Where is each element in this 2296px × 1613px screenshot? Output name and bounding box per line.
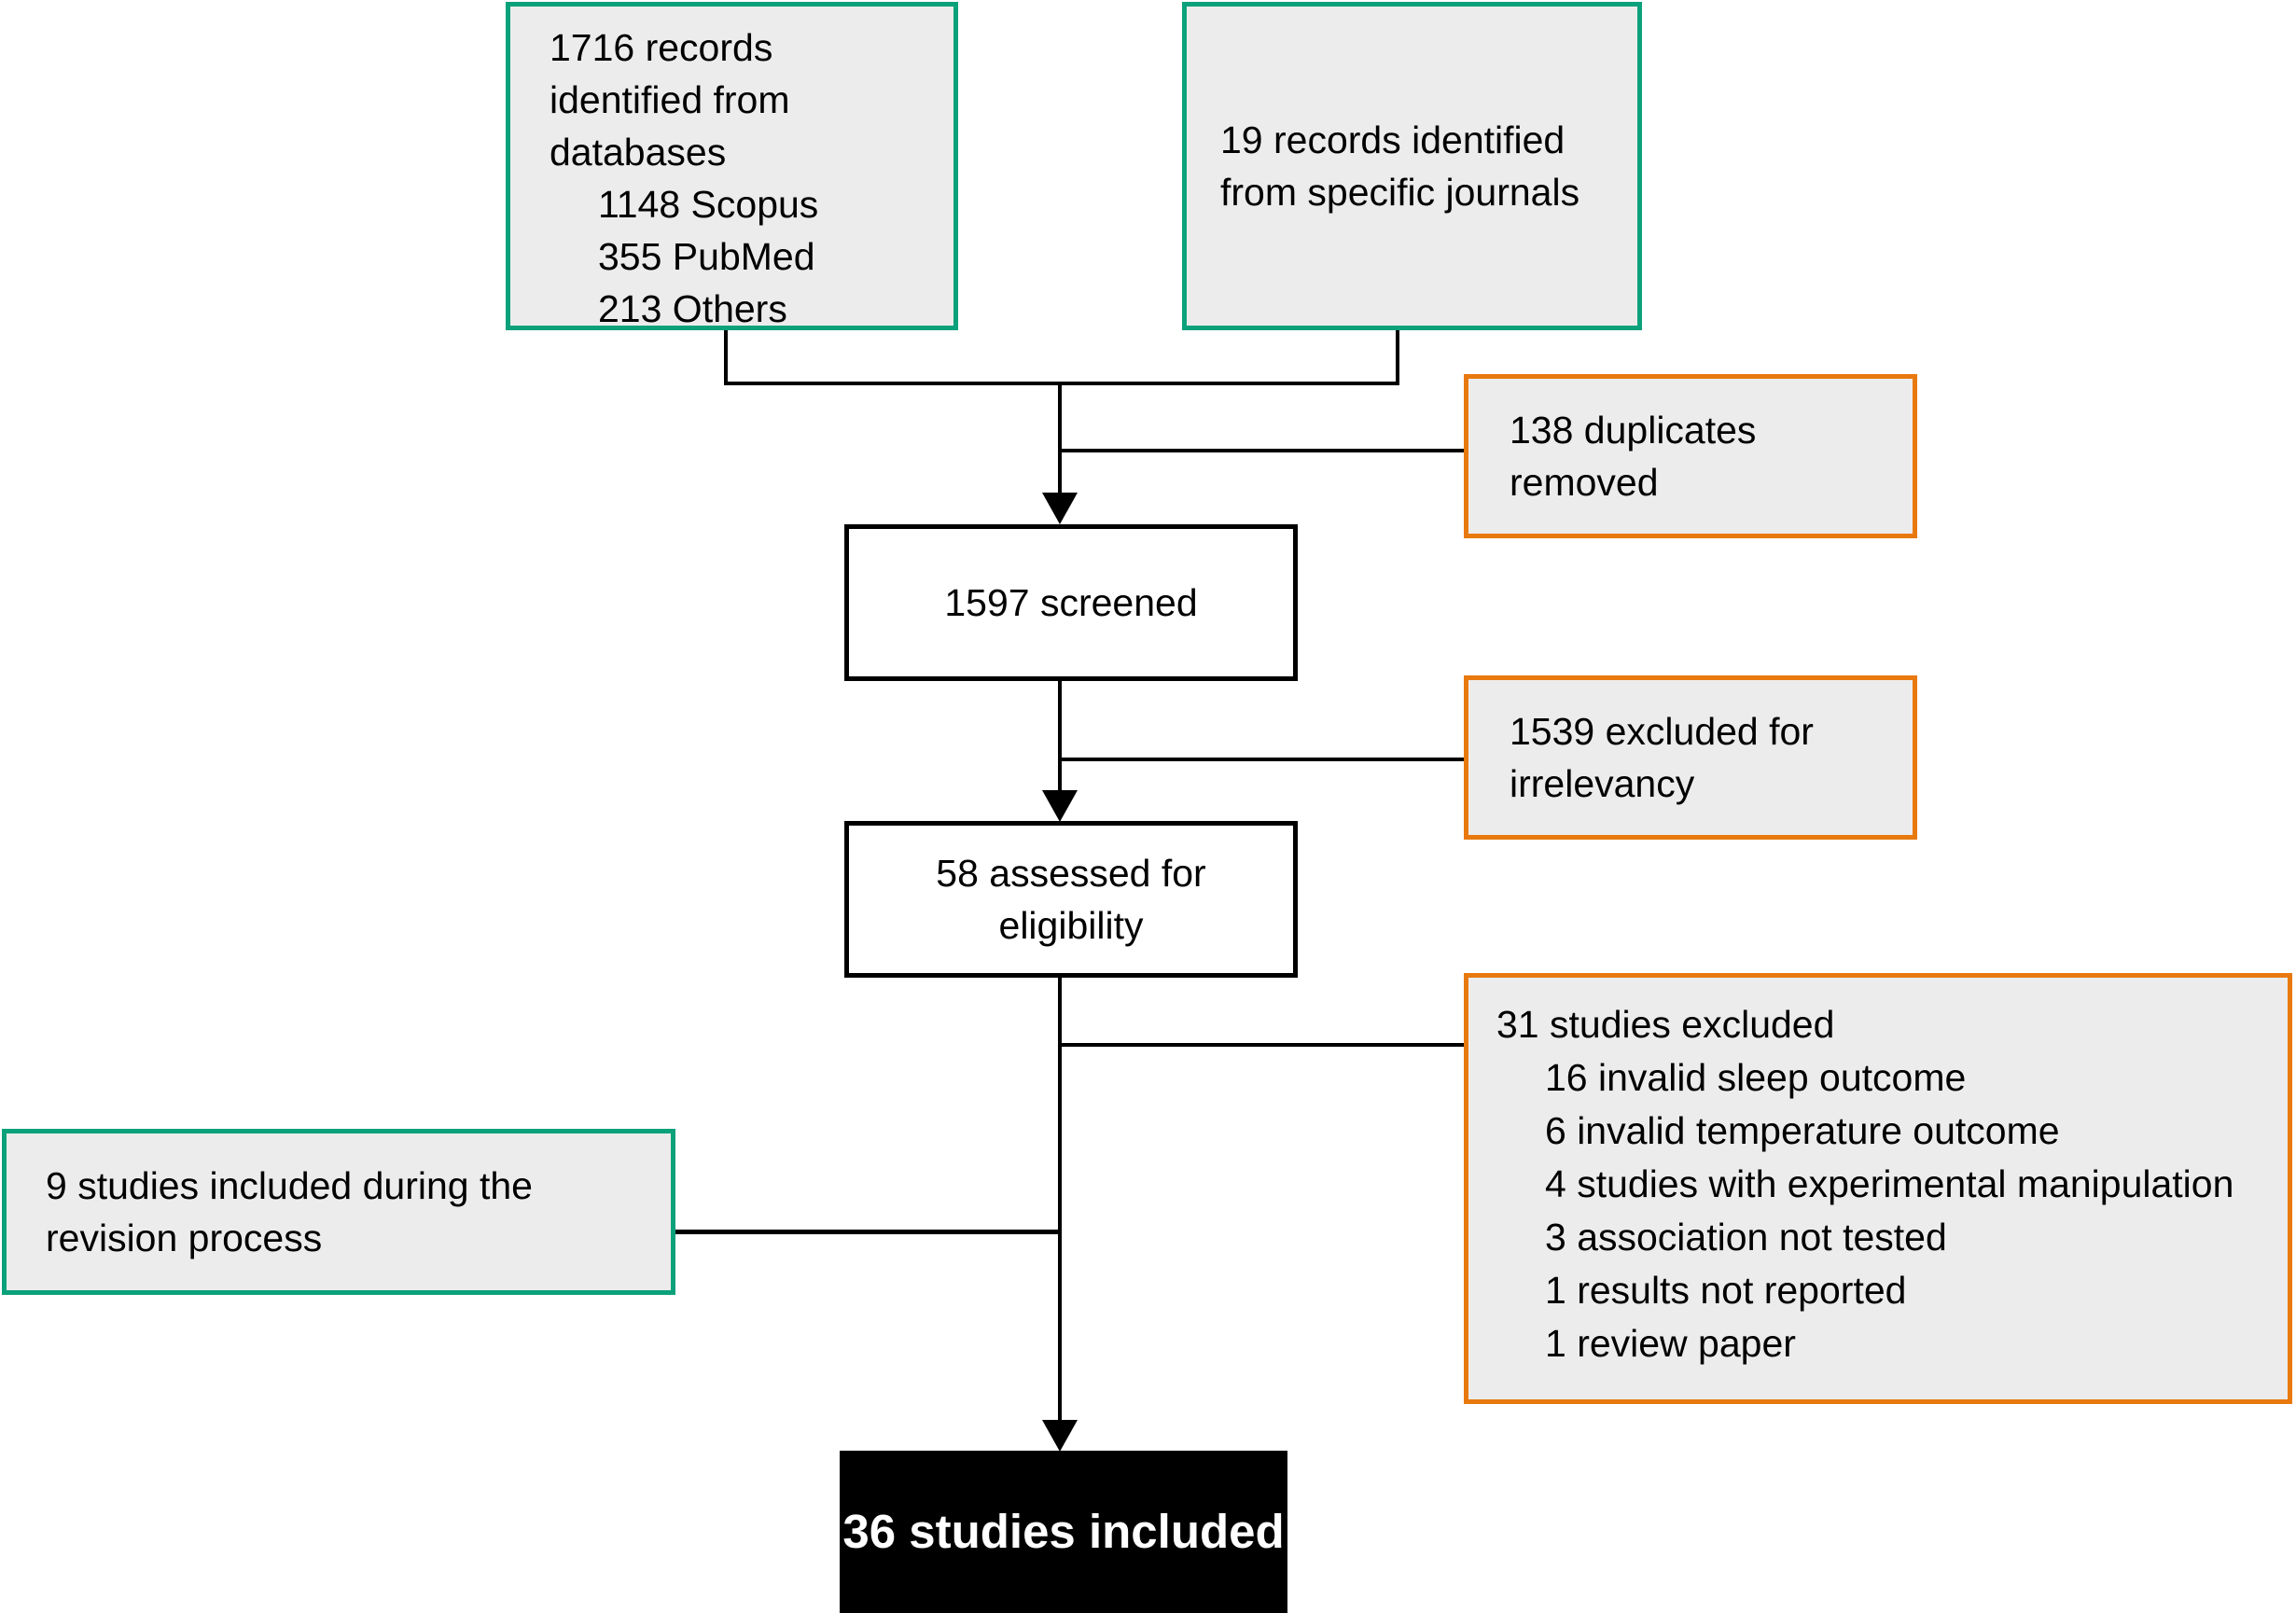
box-text-line: irrelevancy [1510, 762, 1695, 805]
box-text-line: 1597 screened [944, 581, 1198, 624]
connector-to-irrelevancy [1058, 758, 1464, 761]
box-text-line: 138 duplicates [1510, 409, 1757, 452]
box-text-subline: 1 review paper [1545, 1322, 1796, 1365]
connector-from-revision [675, 1230, 1060, 1234]
connector-merge-horizontal [724, 382, 1399, 385]
box-text-line: identified from [550, 78, 790, 121]
box-revision-included: 9 studies included during the revision p… [2, 1129, 675, 1295]
box-text-line: from specific journals [1220, 171, 1580, 214]
connector-to-final [1058, 978, 1062, 1421]
box-text-line: 31 studies excluded [1496, 1003, 1835, 1046]
connector-databases-down [724, 330, 728, 385]
box-text-subline: 16 invalid sleep outcome [1545, 1056, 1967, 1099]
connector-to-excluded [1058, 1043, 1464, 1047]
box-studies-included-final: 36 studies included [840, 1451, 1287, 1613]
box-text-subline: 1148 Scopus [598, 183, 819, 226]
arrow-down-screened [1042, 493, 1078, 524]
box-text-line: databases [550, 131, 727, 174]
box-text-line: 19 records identified [1220, 118, 1565, 161]
box-records-databases: 1716 records identified from databases 1… [506, 2, 958, 330]
box-text-line: 58 assessed for [936, 852, 1206, 895]
box-eligibility: 58 assessed for eligibility [844, 821, 1298, 978]
box-text-subline: 4 studies with experimental manipulation [1545, 1162, 2234, 1205]
box-records-journals: 19 records identified from specific jour… [1182, 2, 1642, 330]
box-text-line: 1539 excluded for [1510, 710, 1814, 753]
box-studies-excluded: 31 studies excluded 16 invalid sleep out… [1464, 973, 2292, 1404]
box-text-subline: 213 Others [598, 287, 787, 330]
box-screened: 1597 screened [844, 524, 1298, 681]
connector-to-eligibility [1058, 681, 1062, 792]
box-text-subline: 3 association not tested [1545, 1216, 1947, 1258]
box-text-line: 1716 records [550, 26, 773, 69]
connector-to-duplicates [1058, 449, 1464, 452]
box-text-line: 9 studies included during the [46, 1164, 533, 1207]
box-excluded-irrelevancy: 1539 excluded for irrelevancy [1464, 675, 1917, 840]
box-text-subline: 355 PubMed [598, 235, 815, 278]
box-text-subline: 1 results not reported [1545, 1269, 1907, 1312]
arrow-down-eligibility [1042, 790, 1078, 822]
arrow-down-final [1042, 1420, 1078, 1452]
box-duplicates-removed: 138 duplicates removed [1464, 374, 1917, 538]
box-text-subline: 6 invalid temperature outcome [1545, 1109, 2060, 1152]
connector-journals-down [1396, 330, 1399, 385]
box-text-line: eligibility [998, 904, 1144, 947]
connector-to-screened [1058, 382, 1062, 494]
box-text-line: removed [1510, 461, 1659, 504]
box-text-line: revision process [46, 1217, 323, 1259]
box-text-line: 36 studies included [842, 1505, 1285, 1558]
